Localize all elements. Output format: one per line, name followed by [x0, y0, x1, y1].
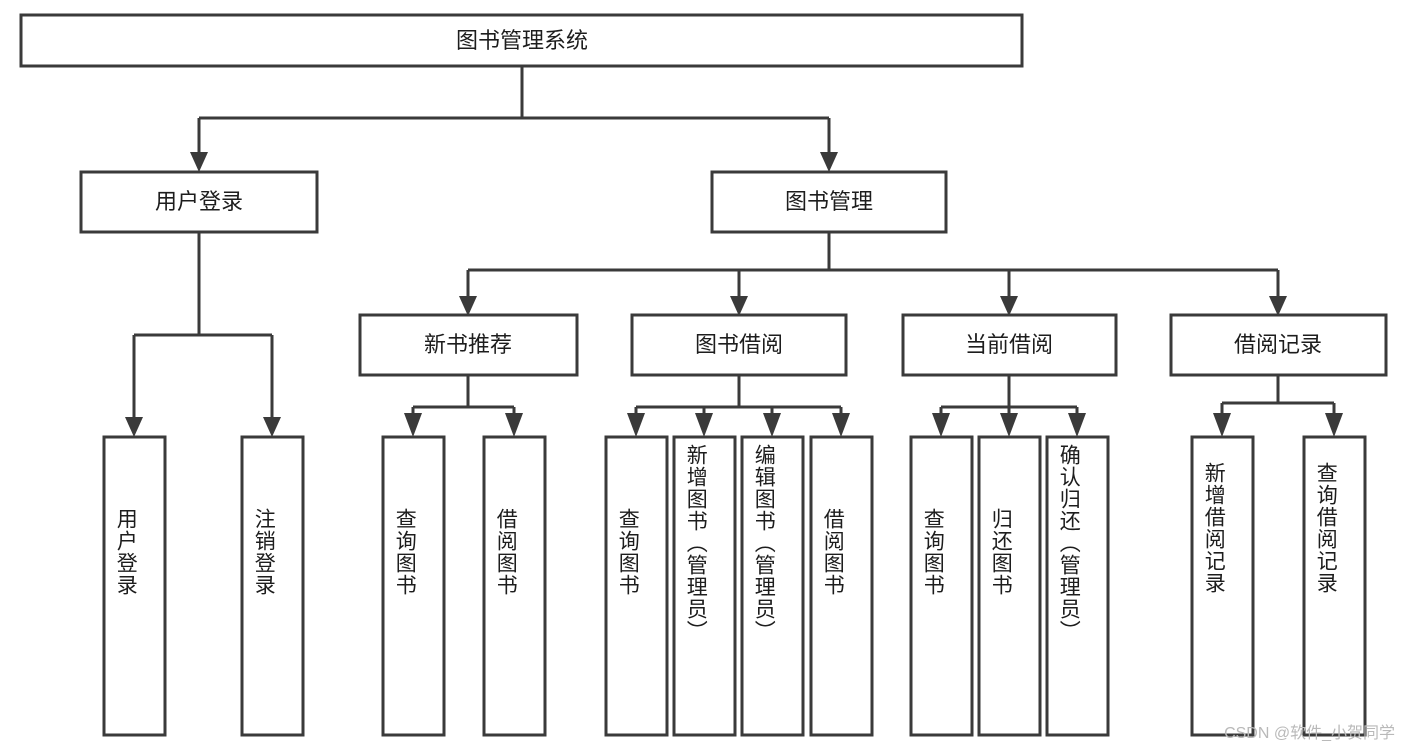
leaf-box-user-login-2[interactable]	[240, 435, 305, 737]
leaf-box-user-login-1[interactable]	[102, 435, 167, 737]
leaf-box-bookborrow-1[interactable]	[604, 435, 669, 737]
node-borrow-record[interactable]	[1169, 313, 1388, 377]
node-current-borrow[interactable]	[901, 313, 1118, 377]
leaf-box-newbook-2[interactable]	[482, 435, 547, 737]
connector-borrowrecord-to-leaves	[1213, 375, 1343, 437]
leaf-box-bookborrow-3[interactable]	[740, 435, 805, 737]
leaf-box-borrowrecord-1[interactable]	[1190, 435, 1255, 737]
node-root-label: 图书管理系统	[456, 28, 588, 53]
node-book-borrow-label: 图书借阅	[695, 332, 783, 357]
leaf-box-borrowrecord-2[interactable]	[1302, 435, 1367, 737]
connector-root-to-level2	[190, 66, 838, 172]
connector-bookmgmt-to-level3	[459, 232, 1287, 316]
node-new-book-recommend[interactable]	[358, 313, 579, 377]
node-user-login[interactable]	[79, 170, 319, 234]
leaf-box-bookborrow-2[interactable]	[672, 435, 737, 737]
leaf-box-currentborrow-3[interactable]	[1045, 435, 1110, 737]
node-book-management-label: 图书管理	[785, 189, 873, 214]
node-root[interactable]	[19, 13, 1024, 68]
connector-bookborrow-to-leaves	[627, 375, 850, 437]
node-current-borrow-label: 当前借阅	[965, 332, 1053, 357]
leaf-box-newbook-1[interactable]	[381, 435, 446, 737]
leaf-box-bookborrow-4[interactable]	[809, 435, 874, 737]
node-borrow-record-label: 借阅记录	[1234, 332, 1322, 357]
connector-newbook-to-leaves	[404, 375, 523, 437]
connector-currentborrow-to-leaves	[932, 375, 1086, 437]
watermark-text: CSDN @软件_小贺同学	[1224, 725, 1395, 742]
connector-userlogin-to-leaves	[125, 232, 281, 437]
node-new-book-recommend-label: 新书推荐	[424, 332, 512, 357]
leaf-box-currentborrow-2[interactable]	[977, 435, 1042, 737]
leaf-box-currentborrow-1[interactable]	[909, 435, 974, 737]
node-book-management[interactable]	[710, 170, 948, 234]
node-book-borrow[interactable]	[630, 313, 848, 377]
node-user-login-label: 用户登录	[155, 189, 243, 214]
